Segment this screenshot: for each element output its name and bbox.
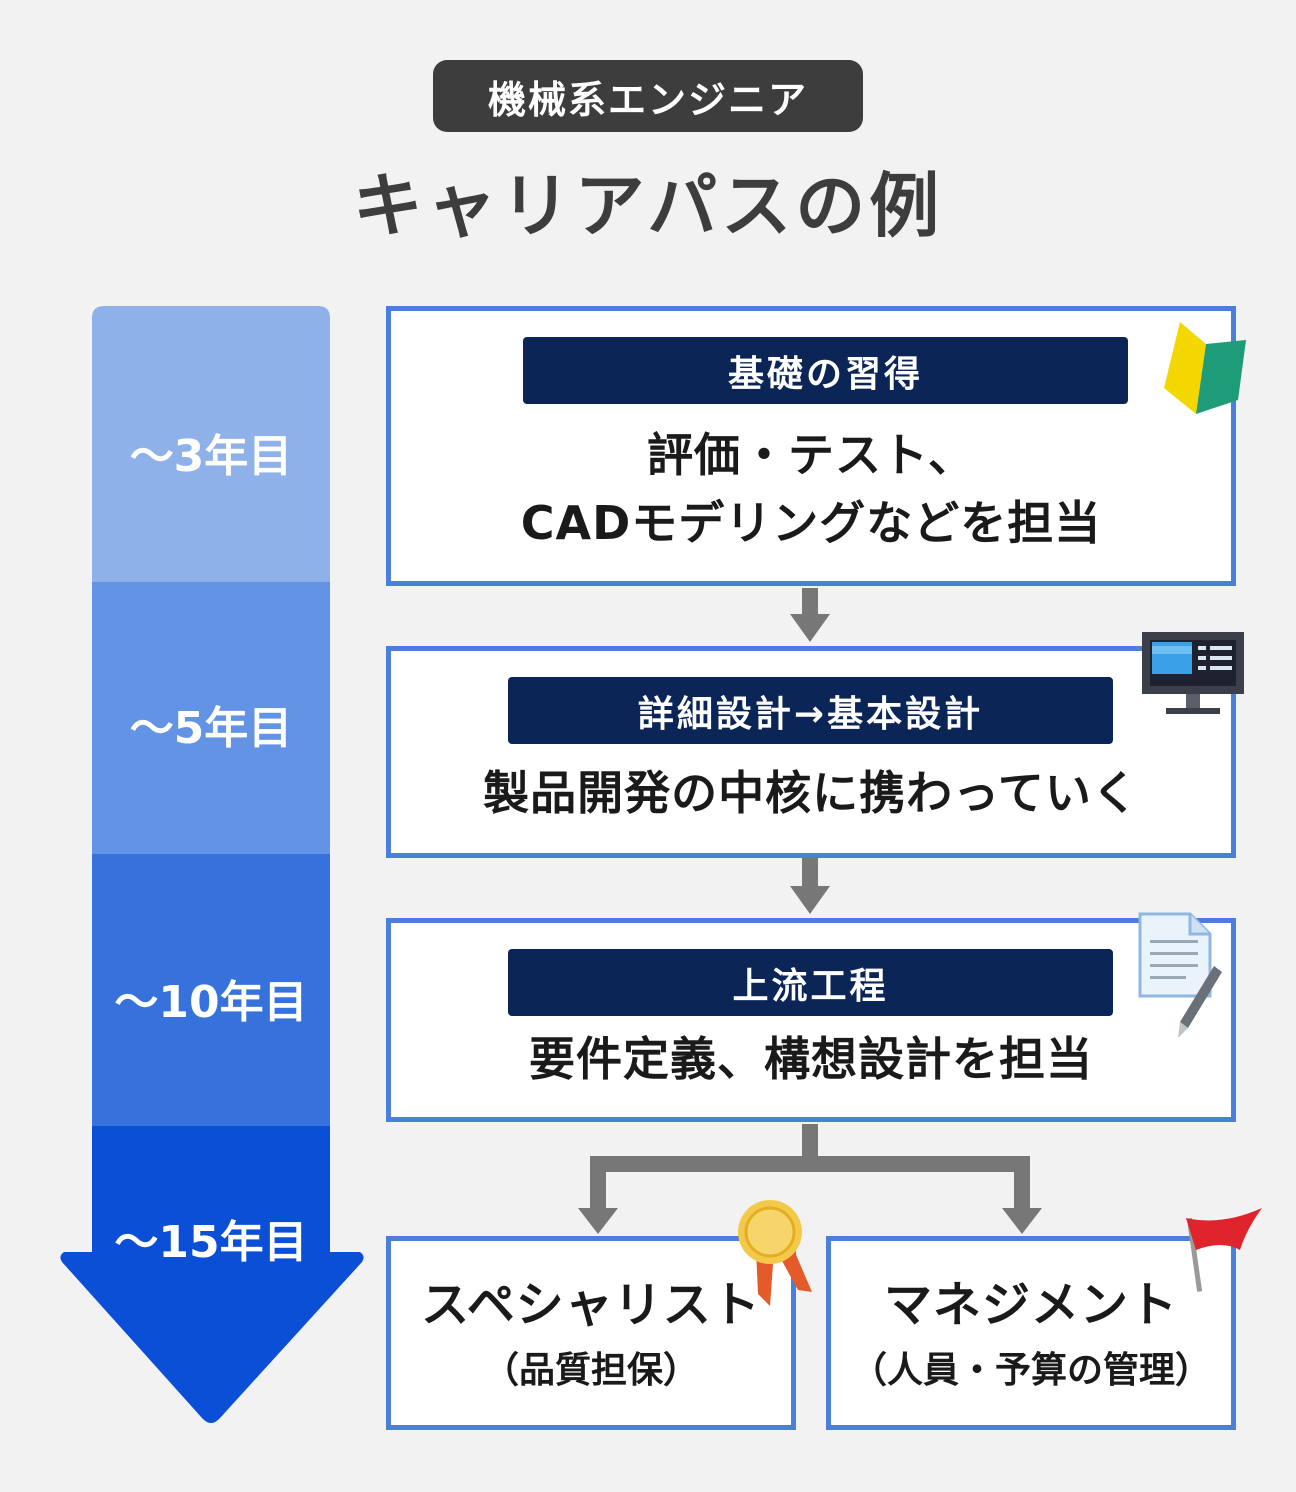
- timeline-segment-1: [92, 306, 330, 582]
- branch-title-management: マネジメント: [883, 1277, 1178, 1333]
- arrow-1-head: [790, 614, 830, 642]
- year-label-10: 〜10年目: [114, 977, 308, 1028]
- stage-text-basics-line2: CADモデリングなどを担当: [520, 496, 1102, 550]
- stage-heading-design: 詳細設計→基本設計: [508, 677, 1113, 744]
- stage-text-basics-line1: 評価・テスト、: [646, 428, 976, 482]
- stage-heading-upstream: 上流工程: [508, 949, 1113, 1016]
- branch-title-specialist: スペシャリスト: [421, 1277, 761, 1333]
- branch-sub-specialist: （品質担保）: [482, 1350, 699, 1391]
- year-label-5: 〜5年目: [129, 703, 293, 754]
- document-pen-icon: [1138, 912, 1222, 1038]
- branch-trunk: [802, 1124, 818, 1164]
- arrow-1-shaft: [802, 588, 818, 616]
- arrow-2-head: [790, 886, 830, 914]
- branch-left-head: [578, 1208, 618, 1234]
- category-tag: 機械系エンジニア: [433, 60, 863, 132]
- year-label-15: 〜15年目: [114, 1217, 308, 1268]
- timeline-segment-2: [92, 582, 330, 854]
- branch-right-shaft: [1014, 1156, 1030, 1210]
- beginner-mark-icon: [1164, 322, 1246, 414]
- year-label-3: 〜3年目: [129, 431, 293, 482]
- branch-sub-management: （人員・予算の管理）: [850, 1350, 1211, 1391]
- arrow-2-shaft: [802, 858, 818, 888]
- flow-arrows: [578, 588, 1042, 1234]
- monitor-icon: [1142, 632, 1244, 714]
- branch-left-shaft: [590, 1156, 606, 1210]
- timeline-segment-4: [60, 1126, 364, 1423]
- medal-icon: [738, 1200, 812, 1306]
- branch-box-management: [826, 1236, 1236, 1430]
- branch-bar: [590, 1156, 1030, 1172]
- stage-text-upstream: 要件定義、構想設計を担当: [529, 1032, 1093, 1086]
- page-title: キャリアパスの例: [352, 165, 944, 247]
- branch-box-specialist: [386, 1236, 796, 1430]
- stage-text-design: 製品開発の中核に携わっていく: [483, 766, 1139, 820]
- timeline-segment-3: [92, 854, 330, 1126]
- red-flag-icon: [1186, 1208, 1262, 1292]
- branch-right-head: [1002, 1208, 1042, 1234]
- stage-heading-basics: 基礎の習得: [523, 337, 1128, 404]
